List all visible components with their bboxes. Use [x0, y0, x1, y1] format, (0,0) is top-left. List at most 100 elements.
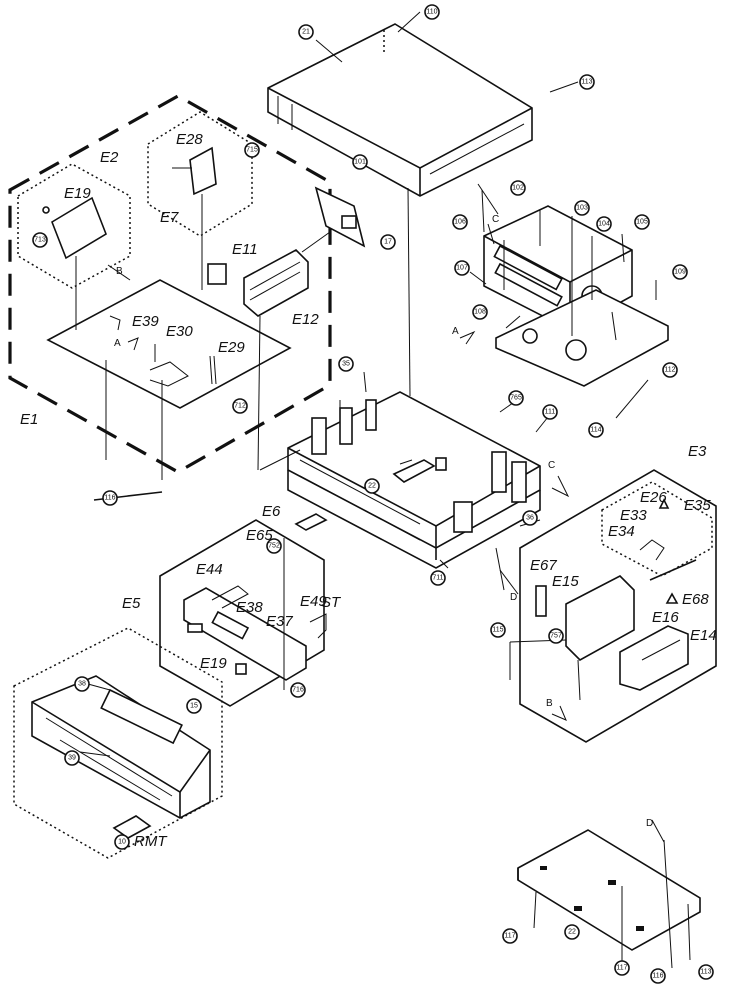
label-e19a: E19: [64, 185, 91, 202]
callout-number: 115: [492, 627, 503, 634]
callout-716: 716: [290, 682, 306, 698]
callout-circle: [32, 232, 48, 248]
label-e67: E67: [530, 557, 557, 574]
callout-number: 113: [700, 969, 711, 976]
e12-module: [243, 249, 309, 317]
callout-circle: [698, 964, 714, 980]
callout-number: 752: [268, 543, 280, 550]
callout-17: 17: [380, 234, 396, 250]
callout-circle: [522, 510, 538, 526]
callout-circle: [510, 180, 526, 196]
callout-number: 15: [190, 703, 198, 710]
e7-sub-outline: [147, 111, 253, 237]
callout-22: 22: [564, 924, 580, 940]
callout-number: 22: [368, 483, 376, 490]
callout-number: 757: [550, 633, 562, 640]
callout-number: 106: [454, 219, 466, 226]
callout-757: 757: [548, 628, 564, 644]
callout-circle: [490, 622, 506, 638]
callout-102: 102: [510, 180, 526, 196]
label-e12: E12: [292, 311, 319, 328]
mechanism-base: [495, 289, 669, 387]
callout-circle: [64, 750, 80, 766]
callout-number: 10: [118, 839, 126, 846]
callout-number: 114: [590, 427, 601, 434]
callout-number: 38: [78, 681, 86, 688]
callout-circle: [662, 362, 678, 378]
callout-circle: [452, 214, 468, 230]
callout-circle: [579, 74, 595, 90]
label-e15: E15: [552, 573, 579, 590]
callout-106: 106: [452, 214, 468, 230]
reference-letters: A A B B C C D D: [114, 214, 653, 829]
callout-circle: [338, 356, 354, 372]
warning-icon: [658, 498, 670, 509]
callout-715: 715: [244, 142, 260, 158]
callout-number: 108: [474, 309, 486, 316]
callout-number: 35: [342, 361, 350, 368]
callout-109: 109: [672, 264, 688, 280]
label-e65: E65: [246, 527, 273, 544]
callout-105: 105: [634, 214, 650, 230]
label-e44: E44: [196, 561, 223, 578]
callout-circle: [232, 398, 248, 414]
label-e37: E37: [266, 613, 293, 630]
callout-36: 36: [522, 510, 538, 526]
callout-number: 116: [652, 973, 663, 980]
front-panel: [31, 675, 211, 839]
callout-number: 39: [68, 755, 76, 762]
callout-number: 105: [636, 219, 648, 226]
callout-713: 713: [32, 232, 48, 248]
callout-circle: [244, 142, 260, 158]
label-e5: E5: [122, 595, 141, 612]
callout-110: 110: [424, 4, 440, 20]
e7-pcb: [172, 146, 217, 196]
e3-panel-outline: [519, 469, 717, 743]
callout-10: 10: [114, 834, 130, 850]
label-layer: E1 E2 E19 E28 E7 E11 E12 E39 E30 E29 E3 …: [20, 131, 717, 850]
callout-circle: [290, 682, 306, 698]
callout-117: 117: [614, 960, 630, 976]
callout-38: 38: [74, 676, 90, 692]
callout-number: 107: [456, 265, 468, 272]
callout-117: 117: [502, 928, 518, 944]
callout-circle: [596, 216, 612, 232]
callout-765: 765: [508, 390, 524, 406]
callout-circle: [266, 538, 282, 554]
callout-112: 112: [662, 362, 678, 378]
e5-panel-outline: [159, 519, 325, 707]
callout-number: 109: [674, 269, 686, 276]
callout-number: 36: [526, 515, 534, 522]
label-e16: E16: [652, 609, 679, 626]
callout-circle: [352, 154, 368, 170]
ref-letter-b: B: [546, 698, 553, 709]
e5-board: [183, 585, 327, 681]
callout-number: 22: [568, 929, 576, 936]
callout-circle: [430, 570, 446, 586]
front-panel-outline: [13, 627, 223, 859]
top-cover: [267, 23, 533, 197]
callout-752: 752: [266, 538, 282, 554]
callout-113: 113: [579, 74, 595, 90]
label-e3: E3: [688, 443, 707, 460]
callout-number: 21: [302, 29, 310, 36]
callout-number: 713: [34, 237, 46, 244]
label-e38: E38: [236, 599, 263, 616]
main-chassis: [287, 391, 541, 569]
callout-number: 711: [432, 575, 443, 582]
ref-letter-a: A: [452, 326, 459, 337]
callout-711: 711: [430, 570, 446, 586]
callout-103: 103: [574, 200, 590, 216]
ref-letter-d: D: [510, 592, 517, 603]
label-e26: E26: [640, 489, 667, 506]
ref-letter-a: A: [114, 338, 121, 349]
callout-circle: [542, 404, 558, 420]
bracket-17: [314, 186, 366, 248]
callout-circle: [502, 928, 518, 944]
label-e2: E2: [100, 149, 119, 166]
ref-letter-b: B: [116, 266, 123, 277]
callout-712: 712: [232, 398, 248, 414]
callout-circle: [650, 968, 666, 984]
callout-15: 15: [186, 698, 202, 714]
